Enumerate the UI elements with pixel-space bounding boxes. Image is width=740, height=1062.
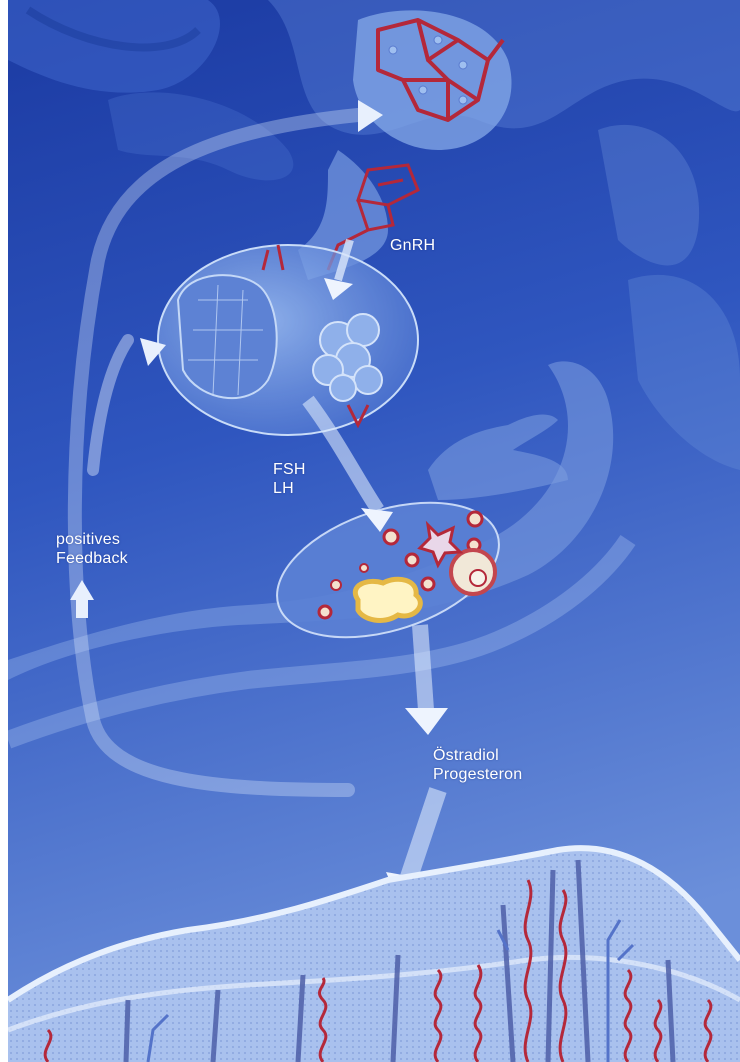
gnrh-text: GnRH [390, 236, 435, 255]
hormone-feedback-diagram: GnRH FSH LH positives Feedback Östradiol… [8, 0, 740, 1062]
estradiol-text: Östradiol [433, 746, 522, 765]
positive-feedback-label: positives Feedback [56, 530, 128, 568]
estradiol-progesterone-label: Östradiol Progesteron [433, 746, 522, 784]
fsh-lh-label: FSH LH [273, 460, 306, 498]
gnrh-label: GnRH [390, 236, 435, 255]
fsh-text: FSH [273, 460, 306, 479]
feedback-text: Feedback [56, 549, 128, 568]
lh-text: LH [273, 479, 306, 498]
positive-text: positives [56, 530, 128, 549]
ovary-arrow-shaft [420, 625, 426, 710]
arrow-up-shaft [76, 598, 88, 618]
pituitary-gland [158, 245, 418, 435]
progesterone-text: Progesteron [433, 765, 522, 784]
